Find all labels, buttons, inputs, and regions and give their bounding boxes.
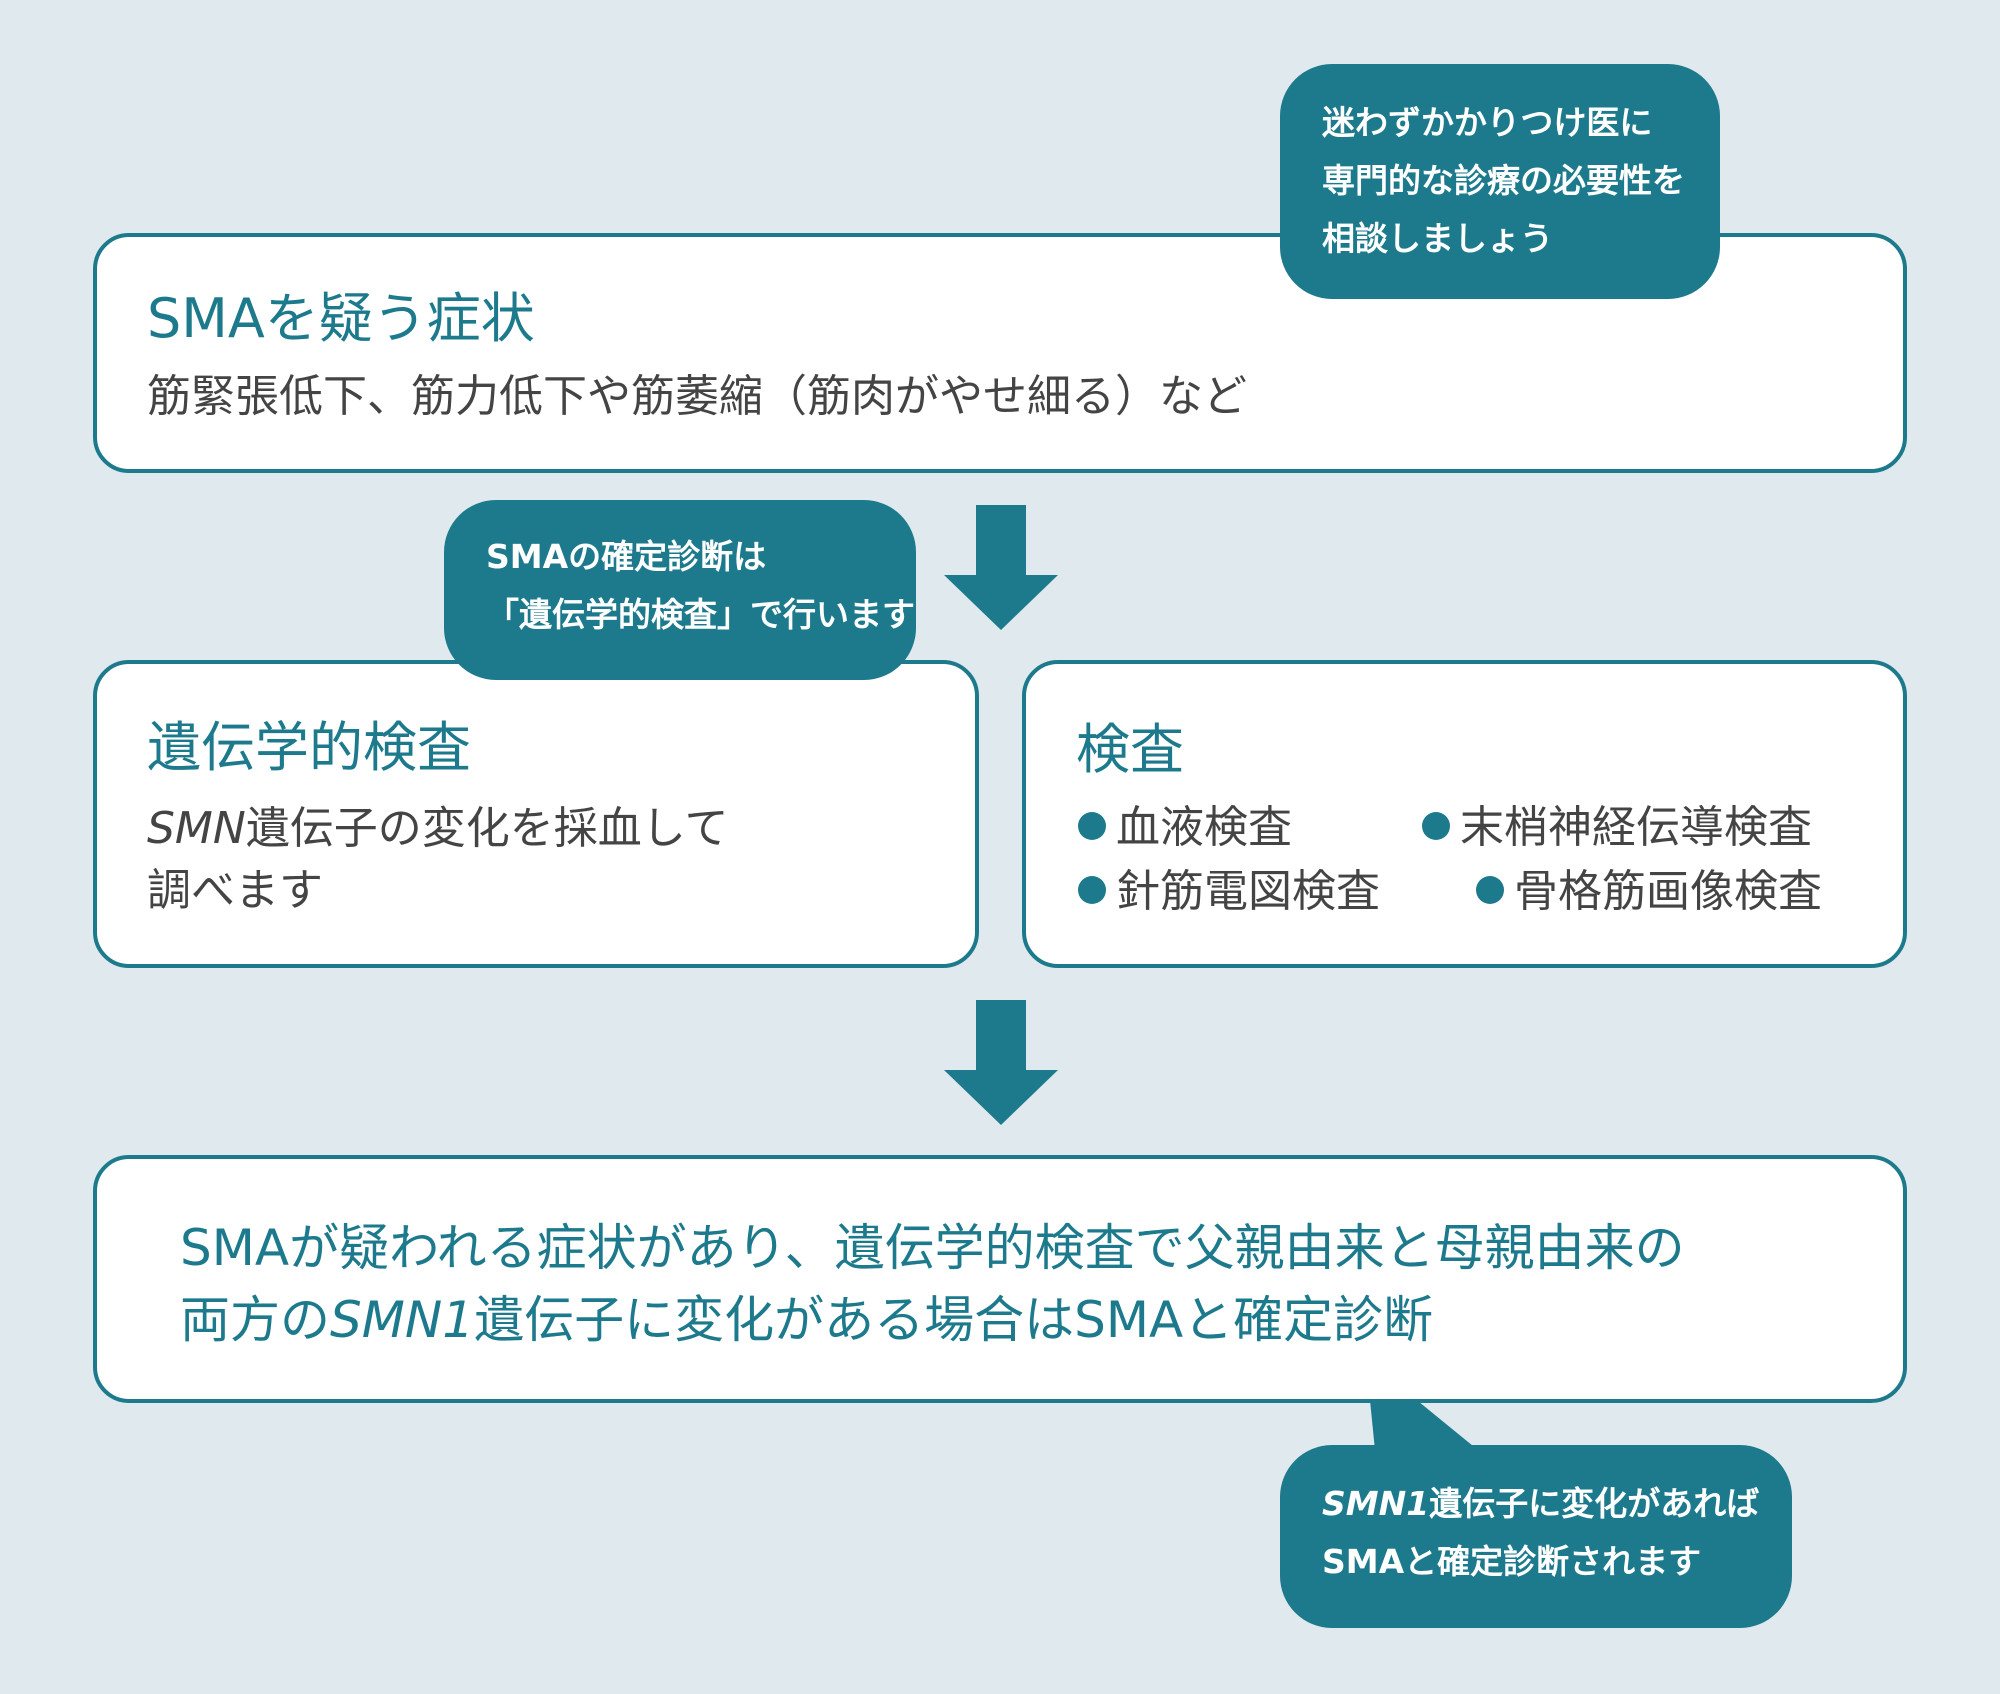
genetic-bubble-line1: SMAの確定診断は [486, 537, 767, 576]
test-item: 針筋電図検査 [1078, 860, 1380, 924]
consult-bubble-line3: 相談しましょう [1322, 219, 1553, 258]
bullet-dot-icon [1078, 876, 1106, 904]
test-item-label: 骨格筋画像検査 [1514, 866, 1822, 917]
consult-bubble-line2: 専門的な診療の必要性を [1322, 161, 1685, 200]
smn1-gene-label: SMN1 [330, 1291, 475, 1349]
result-bubble-line1-rest: 遺伝子に変化があれば [1429, 1484, 1760, 1523]
conclusion-card [93, 1155, 1907, 1403]
conclusion-line1: SMAが疑われる症状があり、遺伝学的検査で父親由来と母親由来の [180, 1219, 1685, 1277]
test-item-label: 末梢神経伝導検査 [1460, 802, 1812, 853]
conclusion-line2-post: 遺伝子に変化がある場合はSMAと確定診断 [474, 1291, 1434, 1349]
bullet-dot-icon [1476, 876, 1504, 904]
genetic-test-title: 遺伝学的検査 [147, 716, 471, 779]
smn1-bubble-label: SMN1 [1322, 1484, 1430, 1523]
genetic-test-description: SMN遺伝子の変化を採血して 調べます [147, 798, 729, 922]
consult-bubble: 迷わずかかりつけ医に 専門的な診療の必要性を 相談しましょう [1280, 64, 1720, 299]
smn-gene-label: SMN [147, 803, 246, 854]
test-item-label: 針筋電図検査 [1116, 866, 1380, 917]
result-bubble-line1: SMN1遺伝子に変化があれば [1322, 1475, 1792, 1533]
genetic-test-line1: SMN遺伝子の変化を採血して [147, 798, 729, 860]
down-arrow-1 [944, 505, 1058, 630]
other-tests-title: 検査 [1076, 718, 1184, 781]
genetic-test-line1-rest: 遺伝子の変化を採血して [245, 803, 729, 854]
conclusion-line2: 両方のSMN1遺伝子に変化がある場合はSMAと確定診断 [180, 1284, 1685, 1356]
test-item: 血液検査 [1078, 796, 1292, 860]
genetic-test-line2: 調べます [147, 865, 323, 916]
bullet-dot-icon [1078, 812, 1106, 840]
genetic-bubble-line2: 「遺伝学的検査」で行います [486, 595, 915, 634]
test-item-label: 血液検査 [1116, 802, 1292, 853]
consult-bubble-line1: 迷わずかかりつけ医に [1322, 103, 1653, 142]
down-arrow-2 [944, 1000, 1058, 1125]
symptoms-title: SMAを疑う症状 [147, 287, 535, 350]
test-item: 末梢神経伝導検査 [1422, 796, 1812, 860]
genetic-test-card: 遺伝学的検査 SMN遺伝子の変化を採血して 調べます [93, 660, 979, 968]
genetic-bubble: SMAの確定診断は 「遺伝学的検査」で行います [444, 500, 916, 680]
conclusion-text: SMAが疑われる症状があり、遺伝学的検査で父親由来と母親由来の 両方のSMN1遺… [180, 1212, 1685, 1356]
bullet-dot-icon [1422, 812, 1450, 840]
test-item: 骨格筋画像検査 [1476, 860, 1822, 924]
conclusion-line2-pre: 両方の [180, 1291, 330, 1349]
other-tests-card: 検査 [1022, 660, 1907, 968]
symptoms-description: 筋緊張低下、筋力低下や筋萎縮（筋肉がやせ細る）など [147, 371, 1247, 422]
result-bubble: SMN1遺伝子に変化があれば SMAと確定診断されます [1280, 1445, 1792, 1628]
result-bubble-line2: SMAと確定診断されます [1322, 1542, 1702, 1581]
